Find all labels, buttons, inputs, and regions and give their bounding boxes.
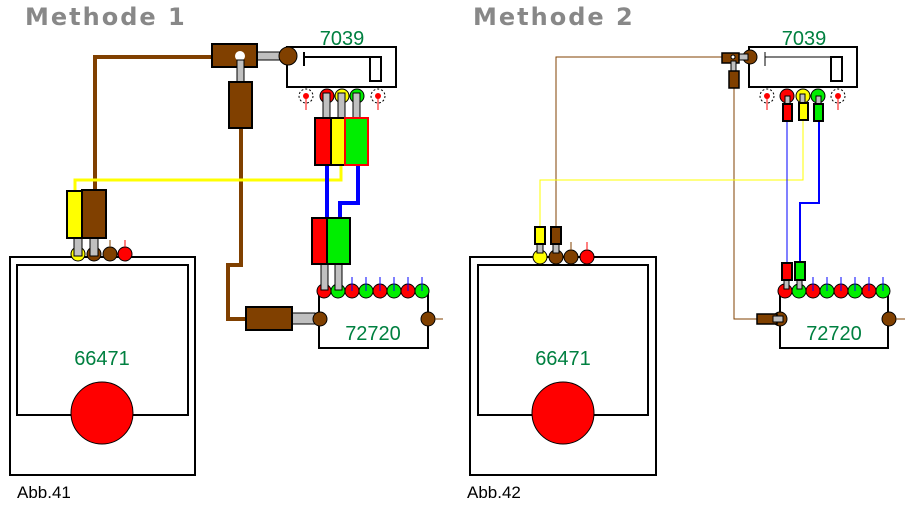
blue-wire [799, 121, 820, 262]
brown-wire [733, 88, 760, 320]
plug-pin [256, 51, 283, 61]
plug-pin [799, 93, 806, 104]
switch-slot [830, 56, 843, 82]
plug-brown[interactable] [728, 70, 740, 89]
plug-pin [337, 92, 346, 119]
switch-lever [764, 52, 842, 66]
plug-yellow[interactable] [330, 117, 347, 166]
socket-brown[interactable] [278, 46, 298, 66]
plug-brown[interactable] [550, 226, 562, 245]
figure-title: Methode 1 [25, 3, 187, 31]
socket-brown[interactable] [563, 249, 579, 265]
decoder-label: 72720 [345, 323, 401, 345]
plug-red[interactable] [311, 217, 328, 265]
decoder-sockets [777, 277, 891, 299]
plug-red[interactable] [314, 117, 332, 166]
socket-empty[interactable] [370, 88, 386, 104]
plug-green[interactable] [813, 103, 824, 122]
yellow-wire [73, 165, 343, 191]
blue-wire [338, 165, 360, 218]
plug-pin [322, 92, 331, 119]
plug-pin [320, 263, 329, 291]
plug-pin [236, 59, 245, 83]
plug-brown[interactable] [245, 306, 293, 331]
plug-red[interactable] [781, 262, 793, 281]
socket-brown[interactable] [881, 311, 897, 327]
brown-wire [555, 56, 724, 226]
socket-brown[interactable] [420, 311, 436, 327]
switch-label: 7039 [320, 28, 365, 50]
plug-pin [89, 237, 99, 257]
plug-hole [730, 54, 736, 60]
plug-brown[interactable] [228, 81, 253, 129]
plug-red[interactable] [782, 103, 793, 122]
figure-title: Methode 2 [473, 3, 635, 31]
plug-green[interactable] [344, 117, 369, 166]
plug-yellow[interactable] [66, 190, 83, 239]
figure-methode-2: Methode 2 66471 7039 [467, 3, 905, 502]
plug-pin [730, 60, 737, 72]
socket-brown[interactable] [102, 246, 118, 262]
socket-red[interactable] [117, 246, 133, 262]
yellow-wire [539, 121, 804, 226]
plug-pin [796, 279, 803, 290]
socket-empty[interactable] [298, 88, 314, 104]
plug-pin [783, 279, 790, 290]
socket-leads [351, 277, 423, 291]
base-label: 66471 [74, 348, 130, 370]
plug-pin [291, 312, 316, 325]
socket-empty[interactable] [759, 88, 775, 104]
socket-leads [812, 277, 884, 291]
brown-wire [226, 128, 246, 321]
figure-caption: Abb.42 [467, 483, 521, 502]
plug-green[interactable] [326, 217, 351, 265]
socket-empty[interactable] [830, 88, 846, 104]
figure-methode-1: Methode 1 66471 7039 [9, 3, 443, 502]
red-lamp [70, 381, 134, 445]
decoder-module [318, 289, 429, 349]
plug-pin [352, 92, 361, 119]
socket-brown[interactable] [312, 311, 328, 327]
plug-yellow[interactable] [798, 102, 809, 121]
socket-red[interactable] [579, 249, 595, 265]
brown-wire [93, 55, 212, 190]
base-label: 66471 [535, 348, 591, 370]
switch-lever [303, 52, 380, 66]
plug-hole [235, 51, 245, 61]
plug-green[interactable] [794, 261, 806, 281]
switch-label: 7039 [782, 28, 827, 50]
red-lamp [531, 381, 595, 445]
plug-pin [334, 263, 343, 291]
plug-yellow[interactable] [534, 226, 546, 245]
decoder-label: 72720 [806, 323, 862, 345]
figure-caption: Abb.41 [17, 483, 71, 502]
plug-brown[interactable] [211, 43, 258, 68]
plug-brown[interactable] [81, 189, 107, 239]
switch-slot [369, 56, 382, 82]
plug-pin [73, 237, 83, 257]
plug-pin [772, 315, 784, 323]
